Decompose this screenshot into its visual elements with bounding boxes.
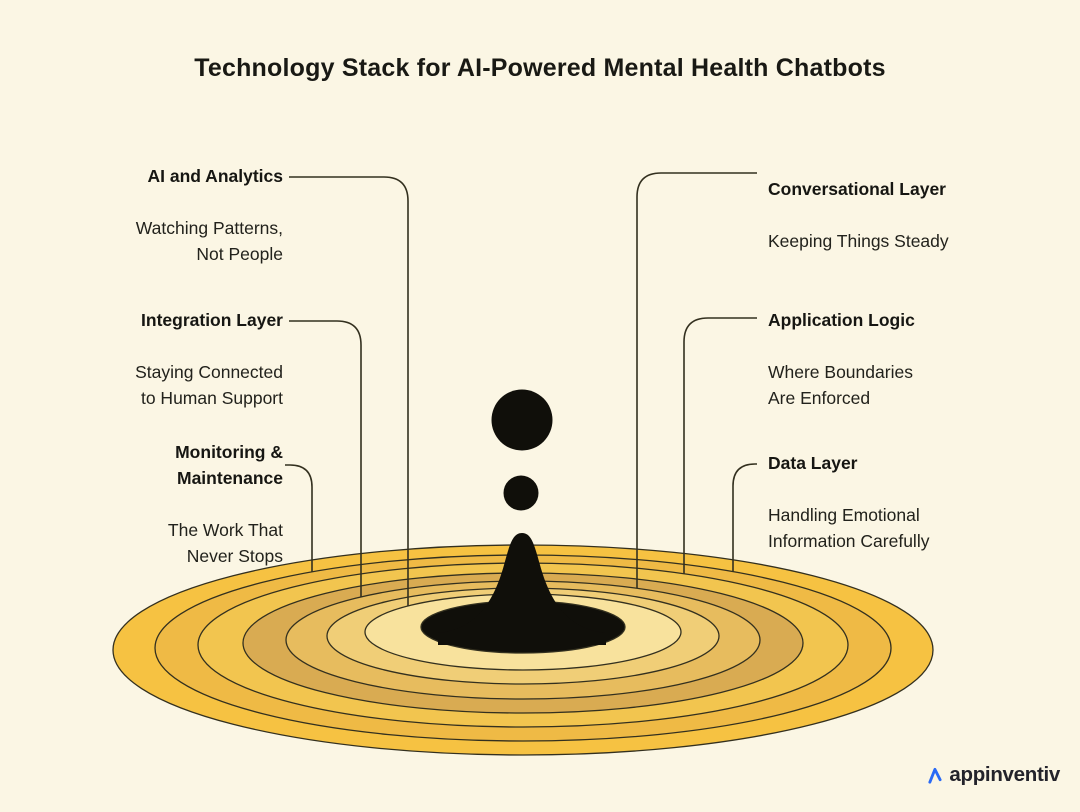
label-description: Watching Patterns, Not People bbox=[135, 218, 283, 264]
label-heading: Data Layer bbox=[768, 453, 858, 473]
label-description: Keeping Things Steady bbox=[768, 231, 949, 251]
label-heading: Application Logic bbox=[768, 310, 915, 330]
droplet-small bbox=[503, 475, 539, 511]
connector-ai-analytics-line bbox=[289, 176, 409, 606]
label-description: Handling Emotional Information Carefully bbox=[768, 505, 930, 551]
connector-conversational-line bbox=[636, 172, 757, 588]
label-data-layer: Data Layer Handling Emotional Informatio… bbox=[768, 424, 1038, 580]
label-description: Where Boundaries Are Enforced bbox=[768, 362, 913, 408]
connector-monitoring-line bbox=[285, 464, 313, 572]
connector-integration-line bbox=[289, 320, 362, 597]
label-description: The Work That Never Stops bbox=[167, 520, 283, 566]
label-ai-and-analytics: AI and Analytics Watching Patterns, Not … bbox=[30, 137, 283, 293]
appinventiv-icon bbox=[928, 767, 942, 784]
splash-column bbox=[438, 533, 606, 645]
label-heading: Monitoring & Maintenance bbox=[175, 442, 283, 488]
label-heading: Integration Layer bbox=[141, 310, 283, 330]
label-application-logic: Application Logic Where Boundaries Are E… bbox=[768, 281, 1038, 437]
appinventiv-wordmark: appinventiv bbox=[949, 763, 1060, 786]
page-title: Technology Stack for AI-Powered Mental H… bbox=[194, 54, 886, 82]
label-heading: Conversational Layer bbox=[768, 179, 946, 199]
label-monitoring-maintenance: Monitoring & Maintenance The Work That N… bbox=[30, 413, 283, 595]
appinventiv-logo: appinventiv bbox=[928, 757, 1060, 793]
label-integration-layer: Integration Layer Staying Connected to H… bbox=[30, 281, 283, 437]
droplet-large bbox=[491, 389, 553, 451]
label-conversational-layer: Conversational Layer Keeping Things Stea… bbox=[768, 150, 1038, 280]
label-heading: AI and Analytics bbox=[147, 166, 284, 186]
label-description: Staying Connected to Human Support bbox=[135, 362, 283, 408]
connector-data-line bbox=[732, 463, 757, 572]
connector-application-line bbox=[683, 317, 757, 574]
